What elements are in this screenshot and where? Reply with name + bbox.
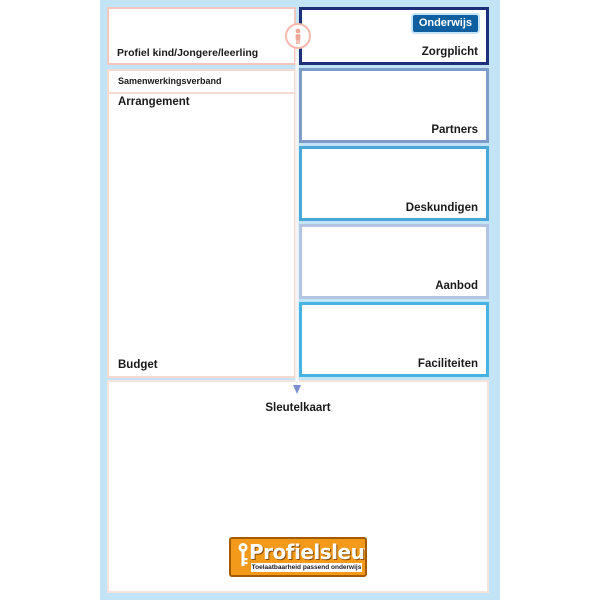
- person-icon: [285, 23, 311, 49]
- samenwerkingsverband-label: Samenwerkingsverband: [118, 76, 222, 86]
- partners-panel: Partners: [299, 68, 489, 143]
- onderwijs-tag: Onderwijs: [412, 15, 478, 32]
- profile-panel: Profiel kind/Jongere/leerling: [107, 7, 296, 65]
- logo-subtitle: Toelaatbaarheid passend onderwijs: [251, 563, 362, 572]
- zorgplicht-label: Zorgplicht: [421, 46, 478, 58]
- faciliteiten-panel: Faciliteiten: [299, 302, 489, 377]
- profile-label: Profiel kind/Jongere/leerling: [117, 47, 259, 59]
- sleutelkaart-label: Sleutelkaart: [265, 402, 331, 414]
- deskundigen-panel: Deskundigen: [299, 146, 489, 221]
- arrow-down-icon: [293, 28, 301, 394]
- zorgplicht-panel: Onderwijs Zorgplicht: [299, 7, 489, 65]
- arrangement-panel: Samenwerkingsverband Arrangement Budget: [107, 69, 296, 378]
- arrangement-label: Arrangement: [118, 96, 190, 108]
- budget-label: Budget: [118, 359, 158, 371]
- profielsleutel-logo: Profielsleutel Toelaatbaarheid passend o…: [229, 537, 367, 577]
- logo-title: Profielsleutel: [249, 540, 365, 564]
- faciliteiten-label: Faciliteiten: [417, 358, 478, 370]
- deskundigen-label: Deskundigen: [405, 202, 478, 214]
- arrangement-divider: [109, 92, 294, 94]
- aanbod-panel: Aanbod: [299, 224, 489, 299]
- partners-label: Partners: [431, 124, 478, 136]
- key-icon: [238, 543, 248, 566]
- aanbod-label: Aanbod: [435, 280, 478, 292]
